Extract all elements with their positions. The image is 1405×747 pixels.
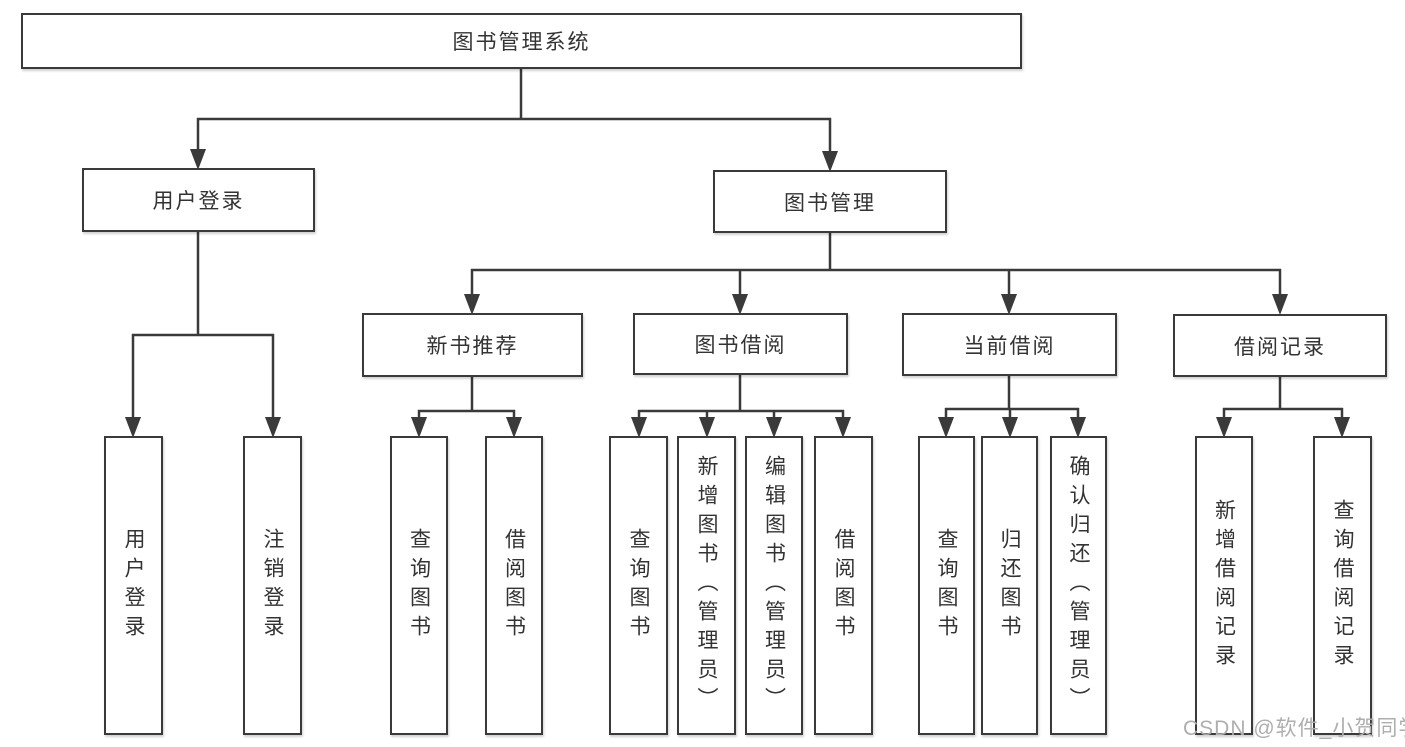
leaf-query-book-current: 查询图书 <box>918 436 975 735</box>
leaf-user-login: 用户登录 <box>104 436 163 735</box>
leaf-borrow-book-recommend: 借阅图书 <box>485 436 543 735</box>
leaf-add-borrow-record: 新增借阅记录 <box>1195 436 1253 735</box>
node-new-book-recommend: 新书推荐 <box>362 313 583 377</box>
leaf-query-book-borrowing: 查询图书 <box>609 436 668 735</box>
node-root-system: 图书管理系统 <box>21 13 1022 69</box>
node-borrowing-records: 借阅记录 <box>1173 314 1387 377</box>
leaf-return-book: 归还图书 <box>981 436 1038 735</box>
node-user-login: 用户登录 <box>82 168 315 232</box>
leaf-edit-book-admin: 编辑图书（管理员） <box>745 436 803 735</box>
leaf-confirm-return-admin: 确认归还（管理员） <box>1050 436 1107 735</box>
leaf-query-borrow-record: 查询借阅记录 <box>1313 436 1372 735</box>
node-book-management: 图书管理 <box>713 170 947 233</box>
node-current-borrowing: 当前借阅 <box>902 313 1117 376</box>
node-book-borrowing: 图书借阅 <box>633 313 848 375</box>
csdn-watermark: CSDN @软件_小贺同学 <box>1183 717 1405 740</box>
leaf-add-book-admin: 新增图书（管理员） <box>677 436 736 735</box>
leaf-query-book-recommend: 查询图书 <box>390 436 448 735</box>
leaf-borrow-book-borrowing: 借阅图书 <box>814 436 873 735</box>
leaf-logout: 注销登录 <box>243 436 302 735</box>
